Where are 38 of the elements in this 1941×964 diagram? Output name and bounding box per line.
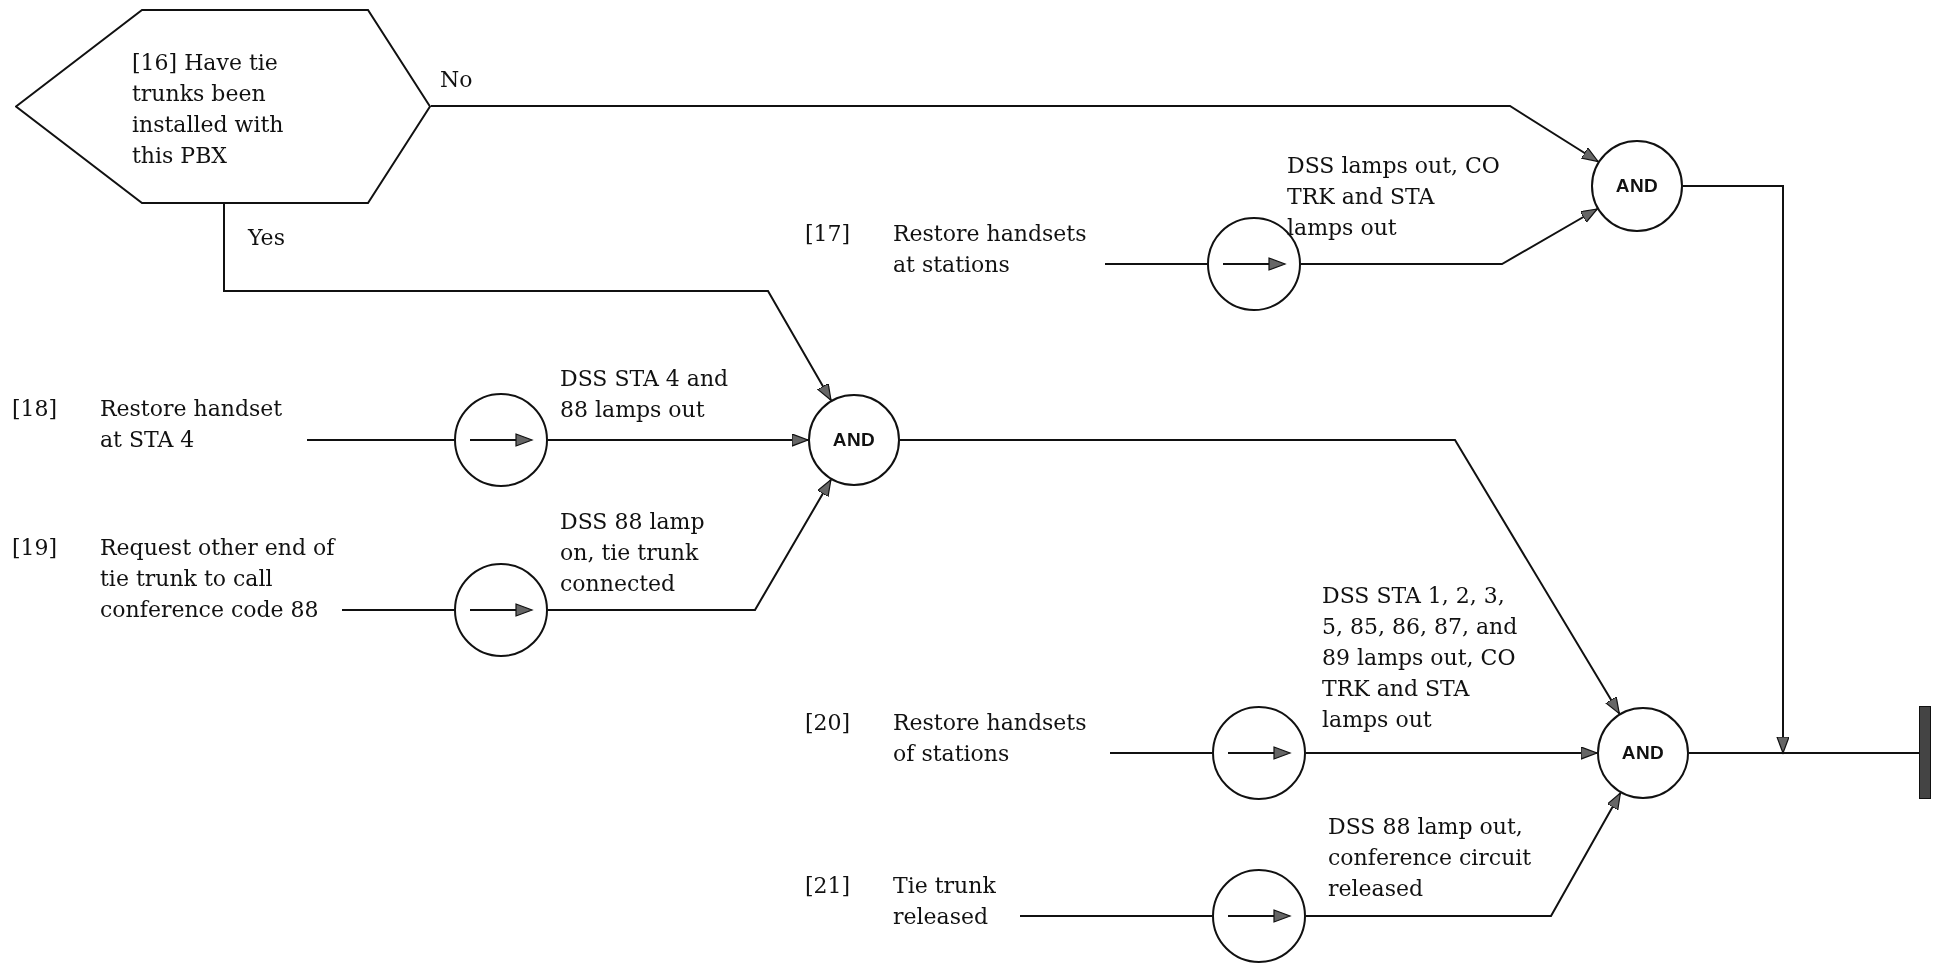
- connector-line: [1104, 263, 1208, 265]
- step-number: [21]: [805, 872, 852, 900]
- arrow: [1305, 746, 1598, 760]
- step-number: [18]: [12, 395, 59, 423]
- connector-line: [1019, 915, 1213, 917]
- edge-label: Yes: [248, 224, 286, 252]
- step-text: Tie trunk released: [893, 872, 997, 931]
- edge-label: No: [440, 66, 474, 94]
- step-number: [17]: [805, 220, 852, 248]
- and-gate: AND: [1591, 140, 1683, 232]
- arrow: [547, 478, 832, 611]
- step-text: Restore handset at STA 4: [100, 395, 284, 454]
- edge-label: DSS STA 4 and 88 lamps out: [560, 365, 730, 424]
- arrow: [899, 439, 1621, 715]
- connector-line: [306, 439, 455, 441]
- arrow: [1682, 185, 1790, 754]
- question-text: [16] Have tie trunks been installed with this PBX: [132, 49, 285, 170]
- connector-line: [1109, 752, 1213, 754]
- edge-label: DSS 88 lamp out, conference circuit released: [1328, 813, 1533, 903]
- step-text: Restore handsets at stations: [893, 220, 1088, 279]
- decision-hexagon: [15, 9, 431, 204]
- edge-label: DSS 88 lamp on, tie trunk connected: [560, 508, 706, 598]
- and-gate: AND: [808, 394, 900, 486]
- connector-line: [341, 609, 455, 611]
- step-number: [20]: [805, 709, 852, 737]
- connector-line: [1688, 752, 1920, 754]
- terminal-bar: [1919, 706, 1931, 799]
- step-text: Request other end of tie trunk to call conference code 88: [100, 534, 337, 624]
- arrow: [430, 105, 1600, 163]
- edge-label: DSS STA 1, 2, 3, 5, 85, 86, 87, and 89 lamps out, CO TRK and STA lamps out: [1322, 582, 1519, 734]
- step-text: Restore handsets of stations: [893, 709, 1088, 768]
- step-number: [19]: [12, 534, 59, 562]
- arrow: [223, 203, 832, 402]
- arrow: [547, 433, 809, 447]
- and-gate: AND: [1597, 707, 1689, 799]
- arrow: [1300, 208, 1599, 265]
- edge-label: DSS lamps out, CO TRK and STA lamps out: [1287, 152, 1501, 242]
- arrow: [1305, 792, 1622, 917]
